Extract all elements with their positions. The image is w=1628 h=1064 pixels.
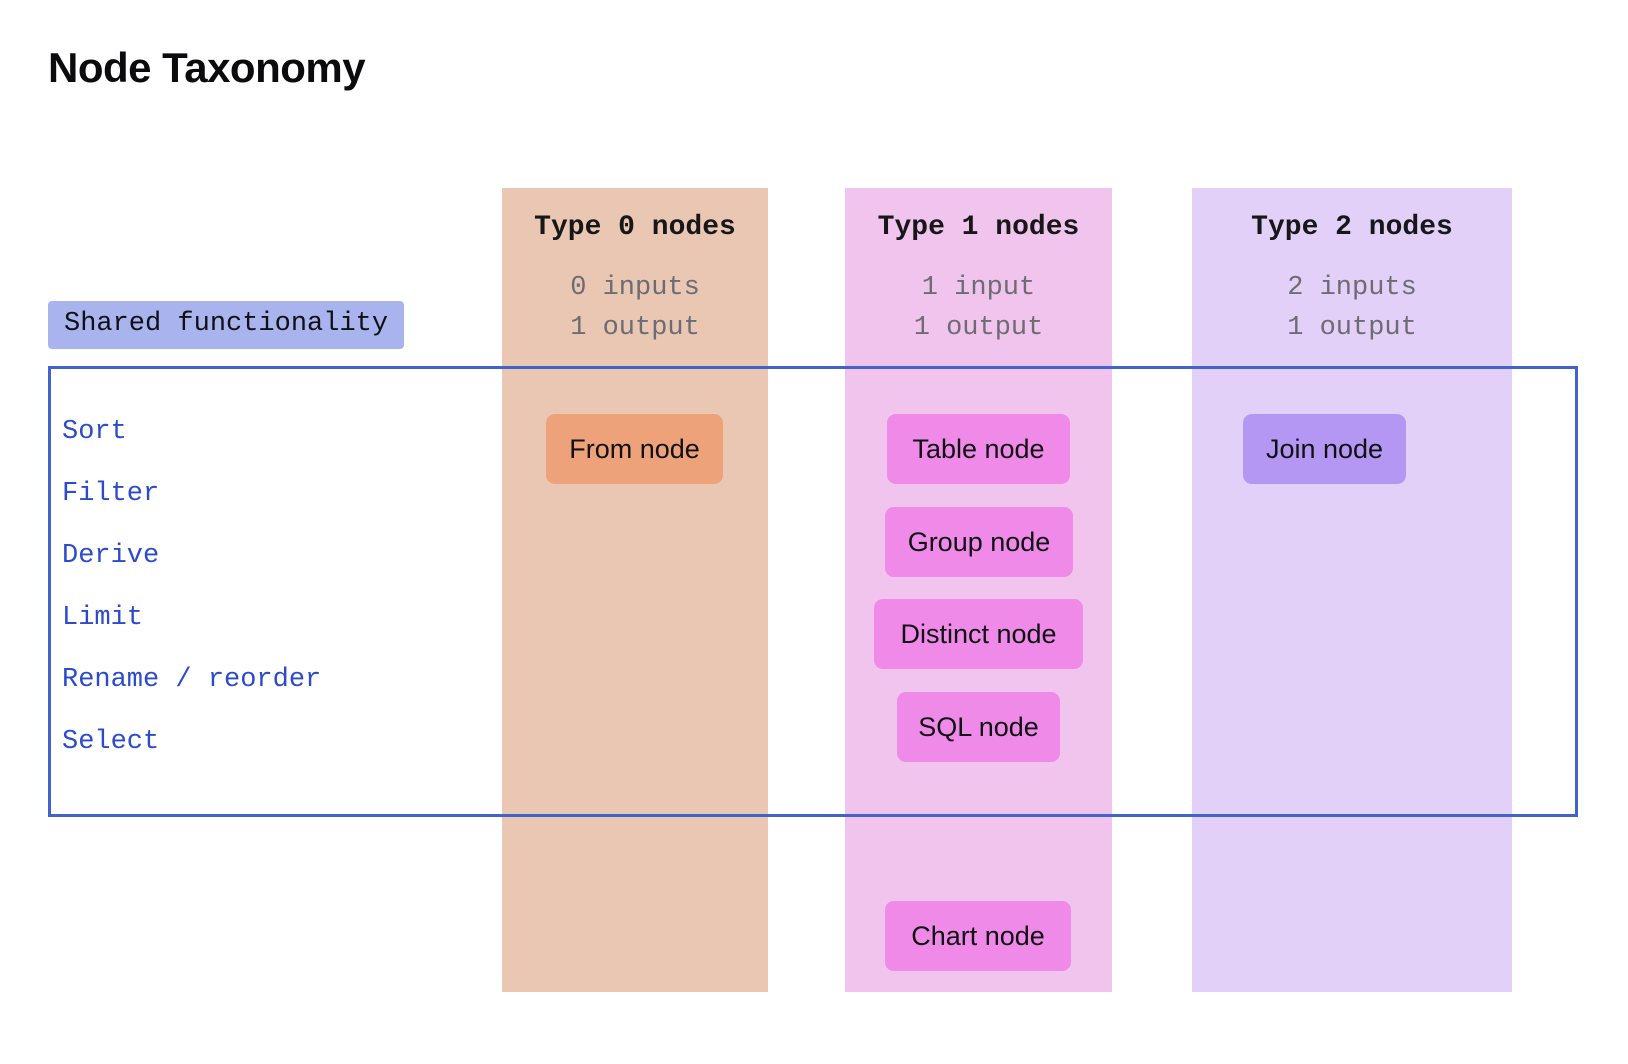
node-chip-table-node[interactable]: Table node <box>887 414 1070 484</box>
column-type-0: Type 0 nodes 0 inputs 1 output <box>502 188 768 992</box>
column-type-2: Type 2 nodes 2 inputs 1 output <box>1192 188 1512 992</box>
column-inputs-type-1: 1 input <box>921 273 1036 303</box>
shared-item-derive: Derive <box>62 541 160 571</box>
shared-item-select: Select <box>62 727 160 757</box>
shared-item-rename-reorder: Rename / reorder <box>62 665 322 695</box>
node-chip-sql-node[interactable]: SQL node <box>897 692 1060 762</box>
shared-functionality-badge: Shared functionality <box>48 301 405 349</box>
column-inputs-type-0: 0 inputs <box>570 273 700 303</box>
node-chip-join-node[interactable]: Join node <box>1243 414 1406 484</box>
shared-functionality-list: Sort Filter Derive Limit Rename / reorde… <box>62 412 482 784</box>
shared-item-filter: Filter <box>62 479 160 509</box>
column-outputs-type-1: 1 output <box>913 313 1044 343</box>
shared-item-limit: Limit <box>62 603 144 633</box>
column-io-type-1: 1 input 1 output <box>845 268 1112 348</box>
column-io-type-2: 2 inputs 1 output <box>1192 268 1512 348</box>
node-chip-from-node[interactable]: From node <box>546 414 723 484</box>
column-outputs-type-0: 1 output <box>570 313 700 343</box>
column-outputs-type-2: 1 output <box>1287 313 1417 343</box>
node-chip-chart-node[interactable]: Chart node <box>885 901 1071 971</box>
column-header-type-2: Type 2 nodes <box>1251 212 1453 243</box>
column-inputs-type-2: 2 inputs <box>1287 273 1417 303</box>
page-title: Node Taxonomy <box>48 44 366 91</box>
column-header-type-0: Type 0 nodes <box>534 212 736 243</box>
column-header-type-1: Type 1 nodes <box>877 212 1080 243</box>
shared-item-sort: Sort <box>62 417 127 447</box>
node-chip-group-node[interactable]: Group node <box>885 507 1073 577</box>
node-chip-distinct-node[interactable]: Distinct node <box>874 599 1083 669</box>
column-type-1: Type 1 nodes 1 input 1 output <box>845 188 1112 992</box>
column-io-type-0: 0 inputs 1 output <box>502 268 768 348</box>
